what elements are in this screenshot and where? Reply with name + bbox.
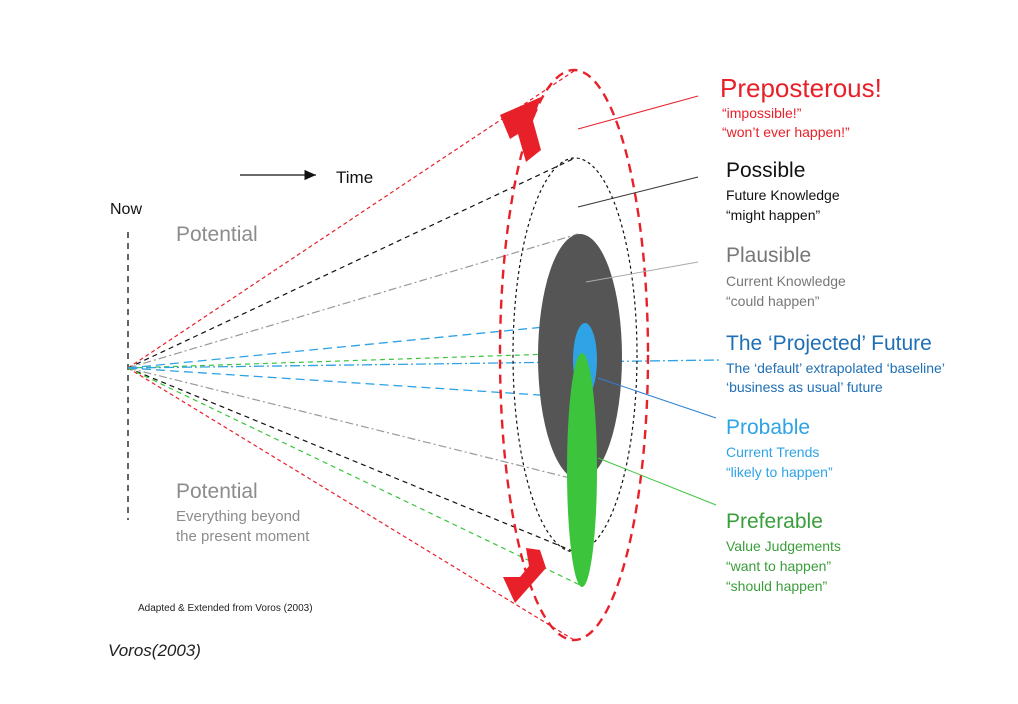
ray-projected-baseline (127, 359, 721, 369)
cone-rays (127, 70, 721, 641)
now-label: Now (110, 201, 142, 218)
potential-bottom-desc-2: the present moment (176, 528, 310, 545)
time-label: Time (336, 168, 373, 187)
ray-probable-top (127, 322, 586, 369)
preposterous-desc-2: “won’t ever happen!” (722, 124, 850, 140)
ray-probable-bottom (127, 367, 586, 399)
projected-desc-2: ‘business as usual’ future (726, 379, 883, 395)
preferable-desc-3: “should happen” (726, 578, 828, 594)
ray-preferable-bottom (127, 367, 583, 587)
plausible-desc-2: “could happen” (726, 293, 820, 309)
ray-preposterous-top (127, 70, 575, 369)
ray-plausible-top (127, 233, 579, 369)
leader-probable (597, 377, 717, 419)
preferable-desc-2: “want to happen” (726, 558, 831, 574)
probable-desc-2: “likely to happen” (726, 464, 833, 480)
potential-bottom-desc-1: Everything beyond (176, 508, 300, 525)
preferable-desc-1: Value Judgements (726, 538, 841, 554)
possible-desc-1: Future Knowledge (726, 187, 840, 203)
preposterous-desc-1: “impossible!” (722, 105, 802, 121)
ray-preposterous-bottom (127, 367, 575, 641)
possible-desc-2: “might happen” (726, 207, 821, 223)
plausible-title: Plausible (726, 244, 811, 267)
possible-title: Possible (726, 159, 805, 182)
red-arrow-down-icon (503, 548, 546, 603)
ray-preferable-top (127, 352, 583, 369)
probable-title: Probable (726, 416, 810, 439)
preferable-title: Preferable (726, 510, 823, 533)
projected-desc-1: The ‘default’ extrapolated ‘baseline’ (726, 360, 945, 376)
ray-possible-top (127, 157, 576, 369)
leader-preposterous (577, 95, 699, 130)
ray-plausible-bottom (127, 367, 579, 481)
plausible-desc-1: Current Knowledge (726, 273, 846, 289)
leader-preferable (597, 457, 717, 506)
preposterous-desc-2-text: “won’t ever happen!” (722, 124, 850, 140)
preposterous-ellipse (498, 68, 650, 642)
projected-title: The ‘Projected’ Future (726, 332, 932, 355)
preferable-ellipse (567, 353, 597, 587)
red-arrow-up-icon (500, 97, 541, 162)
probable-desc-1: Current Trends (726, 444, 819, 460)
potential-bottom-label: Potential (176, 480, 258, 503)
adapted-credit: Adapted & Extended from Voros (2003) (138, 603, 313, 614)
leader-possible (577, 176, 699, 208)
preposterous-title: Preposterous! (720, 73, 882, 103)
potential-top-label: Potential (176, 223, 258, 246)
leader-plausible (585, 261, 699, 283)
caption: Voros(2003) (108, 641, 201, 660)
